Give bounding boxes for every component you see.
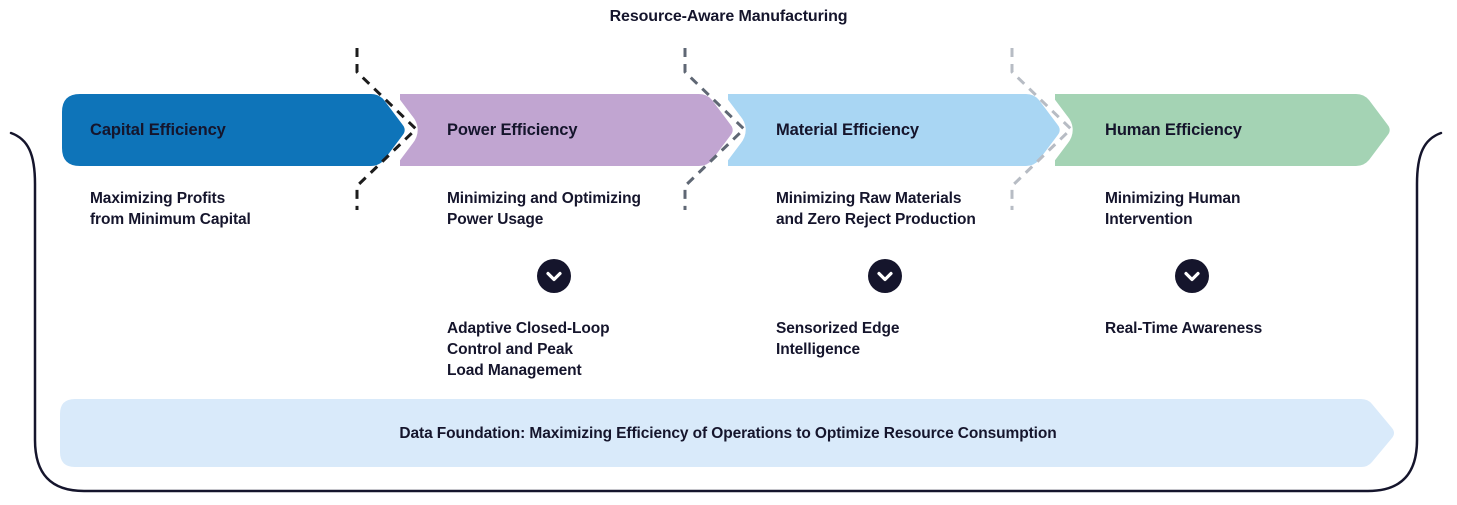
stage-description-capital-efficiency: Maximizing Profits from Minimum Capital xyxy=(90,190,251,228)
stage-arrow-capital-efficiency xyxy=(49,81,418,179)
chevron-down-icon xyxy=(537,259,571,293)
data-foundation-label: Data Foundation: Maximizing Efficiency o… xyxy=(399,425,1057,442)
chevron-down-icon xyxy=(1175,259,1209,293)
stage-arrow-human-efficiency xyxy=(1055,94,1390,166)
stage-arrow-power-efficiency xyxy=(387,81,746,179)
stage-label-human-efficiency: Human Efficiency xyxy=(1105,121,1242,139)
diagram-title: Resource-Aware Manufacturing xyxy=(609,8,848,25)
stage-label-capital-efficiency: Capital Efficiency xyxy=(90,121,226,139)
enclosing-bracket xyxy=(9,131,1443,493)
chevron-down-icon xyxy=(868,259,902,293)
stage-separator-dashed-2 xyxy=(683,48,746,210)
stage-description-power-efficiency: Minimizing and Optimizing Power Usage xyxy=(447,190,641,228)
enabler-material-efficiency: Sensorized Edge Intelligence xyxy=(776,320,900,358)
stage-label-material-efficiency: Material Efficiency xyxy=(776,121,919,139)
stage-description-human-efficiency: Minimizing Human Intervention xyxy=(1105,190,1241,228)
stage-label-power-efficiency: Power Efficiency xyxy=(447,121,578,139)
enabler-human-efficiency: Real-Time Awareness xyxy=(1105,320,1263,337)
enabler-power-efficiency: Adaptive Closed-Loop Control and Peak Lo… xyxy=(447,320,610,379)
data-foundation-bar xyxy=(60,399,1394,467)
stage-separator-dashed-1 xyxy=(355,48,418,210)
stage-description-material-efficiency: Minimizing Raw Materials and Zero Reject… xyxy=(776,190,976,228)
stage-separator-dashed-3 xyxy=(1010,48,1073,210)
stage-arrow-material-efficiency xyxy=(715,81,1073,179)
